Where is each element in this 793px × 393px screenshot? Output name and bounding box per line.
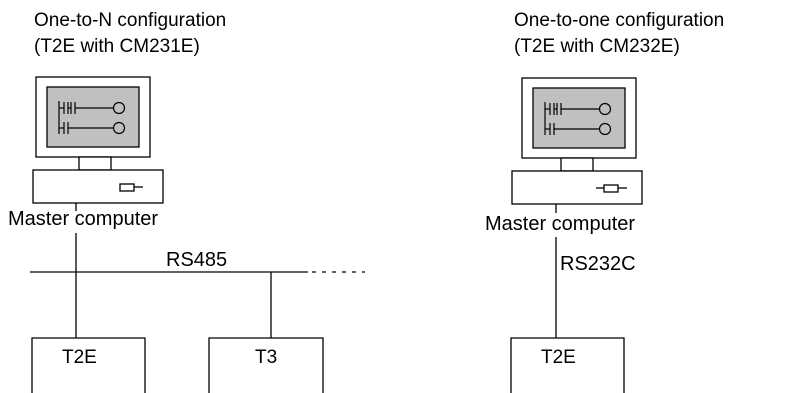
device-t2e-right <box>510 337 625 393</box>
monitor-stand <box>560 157 594 172</box>
rs485-label: RS485 <box>166 249 227 271</box>
monitor-stand <box>78 156 112 171</box>
monitor-screen <box>532 87 626 149</box>
device-t2e-left-label: T2E <box>62 347 97 368</box>
one-to-n-title: One-to-N configuration <box>34 10 226 31</box>
rs485-bus <box>30 203 365 338</box>
device-t2e-left <box>31 337 146 393</box>
device-t2e-right-label: T2E <box>541 347 576 368</box>
one-to-n-subtitle: (T2E with CM231E) <box>34 36 200 57</box>
ladder-diagram-icon <box>544 102 612 136</box>
one-to-one-section: One-to-one configuration (T2E with CM232… <box>485 10 724 393</box>
device-t3-label: T3 <box>255 347 277 368</box>
one-to-n-section: One-to-N configuration (T2E with CM231E) <box>8 10 365 393</box>
one-to-one-title: One-to-one configuration <box>514 10 724 31</box>
floppy-drive-icon <box>119 183 135 192</box>
monitor-screen <box>46 86 140 148</box>
master-computer-label-right: Master computer <box>485 213 635 235</box>
rs232c-label: RS232C <box>560 253 636 275</box>
computer-base <box>32 169 164 204</box>
ladder-diagram-icon <box>58 101 126 135</box>
device-t3 <box>208 337 324 393</box>
master-computer-icon-right <box>511 77 643 205</box>
master-computer-label: Master computer <box>8 208 158 230</box>
master-computer-icon <box>32 76 164 204</box>
one-to-one-subtitle: (T2E with CM232E) <box>514 36 680 57</box>
floppy-drive-icon <box>603 184 619 193</box>
